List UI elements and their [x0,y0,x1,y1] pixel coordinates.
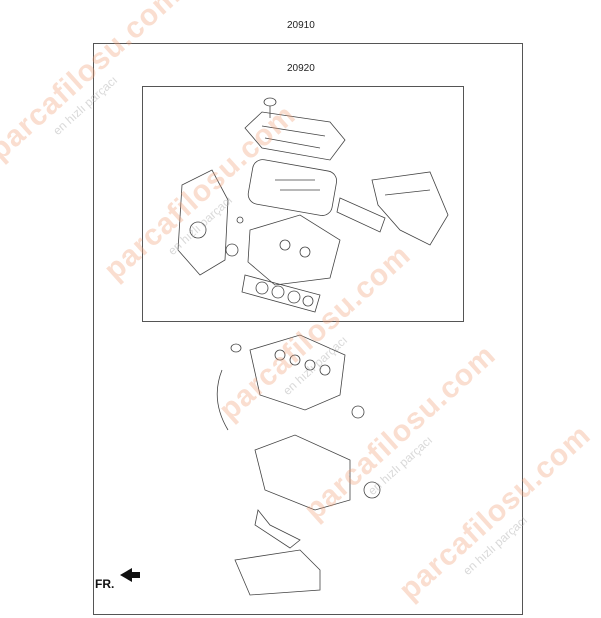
head-gasket-set-box [142,86,464,322]
front-oil-seal [225,216,244,257]
cylinder-head-cover [244,111,346,161]
rear-oil-seal [351,405,365,419]
front-direction-label: FR. [95,577,115,591]
oil-strainer [254,509,301,549]
oil-pan-upper [254,434,351,511]
crank-seal [363,481,381,499]
exhaust-manifold [371,171,449,246]
front-arrow-icon [120,568,140,582]
cylinder-head [247,214,341,286]
oil-pan-lower [234,549,321,596]
oil-filler-cap [263,97,277,118]
cylinder-head-gasket [241,274,321,313]
cylinder-block [249,334,346,411]
exhaust-manifold-gasket [336,197,386,233]
parts-diagram [120,97,449,596]
dipstick [216,343,242,431]
part-number-20910[interactable]: 20910 [287,20,315,31]
timing-cover [177,169,229,276]
head-cover-gasket [247,159,337,216]
part-number-20920[interactable]: 20920 [287,63,315,74]
